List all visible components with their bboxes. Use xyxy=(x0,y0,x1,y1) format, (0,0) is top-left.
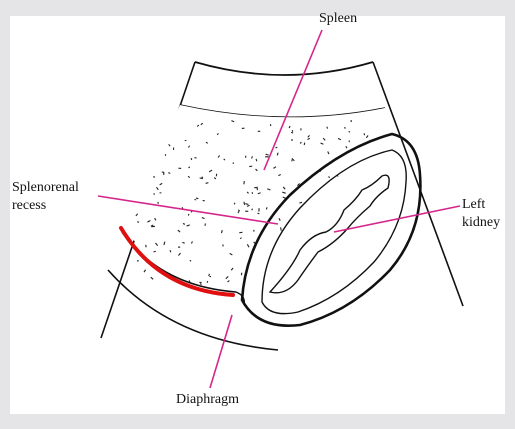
speckle-mark xyxy=(329,176,330,177)
label-spleen: Spleen xyxy=(319,11,357,26)
speckle-mark xyxy=(234,203,235,205)
speckle-mark xyxy=(188,214,189,216)
speckle-mark xyxy=(277,153,278,156)
speckle-mark xyxy=(222,230,223,233)
label-left-kidney-line2: kidney xyxy=(462,215,500,230)
beam-right-edge xyxy=(373,62,463,306)
speckle-mark xyxy=(349,131,350,132)
label-diaphragm: Diaphragm xyxy=(176,392,239,407)
speckle-mark xyxy=(327,127,328,129)
speckle-mark xyxy=(292,130,293,132)
speckle-mark xyxy=(244,202,245,205)
speckle-mark xyxy=(266,207,267,209)
speckle-mark xyxy=(256,159,257,161)
speckle-mark xyxy=(191,158,192,160)
speckle-mark xyxy=(252,209,253,210)
transducer-top-arc xyxy=(195,62,373,75)
speckle-mark xyxy=(209,274,210,276)
speckle-mark xyxy=(137,222,139,223)
label-splenorenal-line1: Splenorenal xyxy=(12,180,79,195)
diaphragm-curve-lower xyxy=(108,270,278,350)
speckle-mark xyxy=(364,133,365,135)
diaphragm-leader-line xyxy=(210,315,232,388)
speckle-mark xyxy=(291,132,293,133)
speckle-mark xyxy=(252,156,253,158)
speckle-mark xyxy=(196,198,198,199)
speckle-mark xyxy=(151,277,153,279)
speckle-mark xyxy=(245,204,248,205)
speckle-mark xyxy=(258,213,260,214)
speckle-mark xyxy=(182,242,184,243)
speckle-mark xyxy=(168,173,170,174)
kidney-leader-line xyxy=(334,206,460,232)
label-splenorenal-line2: recess xyxy=(12,198,46,213)
spleen-region xyxy=(122,105,392,292)
speckle-mark xyxy=(252,192,253,194)
label-left-kidney-line1: Left xyxy=(462,197,485,212)
speckle-mark xyxy=(144,270,146,272)
speckle-mark xyxy=(299,202,302,203)
speckle-mark xyxy=(190,260,191,261)
speckle-mark xyxy=(154,251,156,252)
speckle-mark xyxy=(183,224,185,225)
speckle-mark xyxy=(281,227,282,230)
speckle-mark xyxy=(154,193,155,195)
speckle-mark xyxy=(207,281,208,283)
